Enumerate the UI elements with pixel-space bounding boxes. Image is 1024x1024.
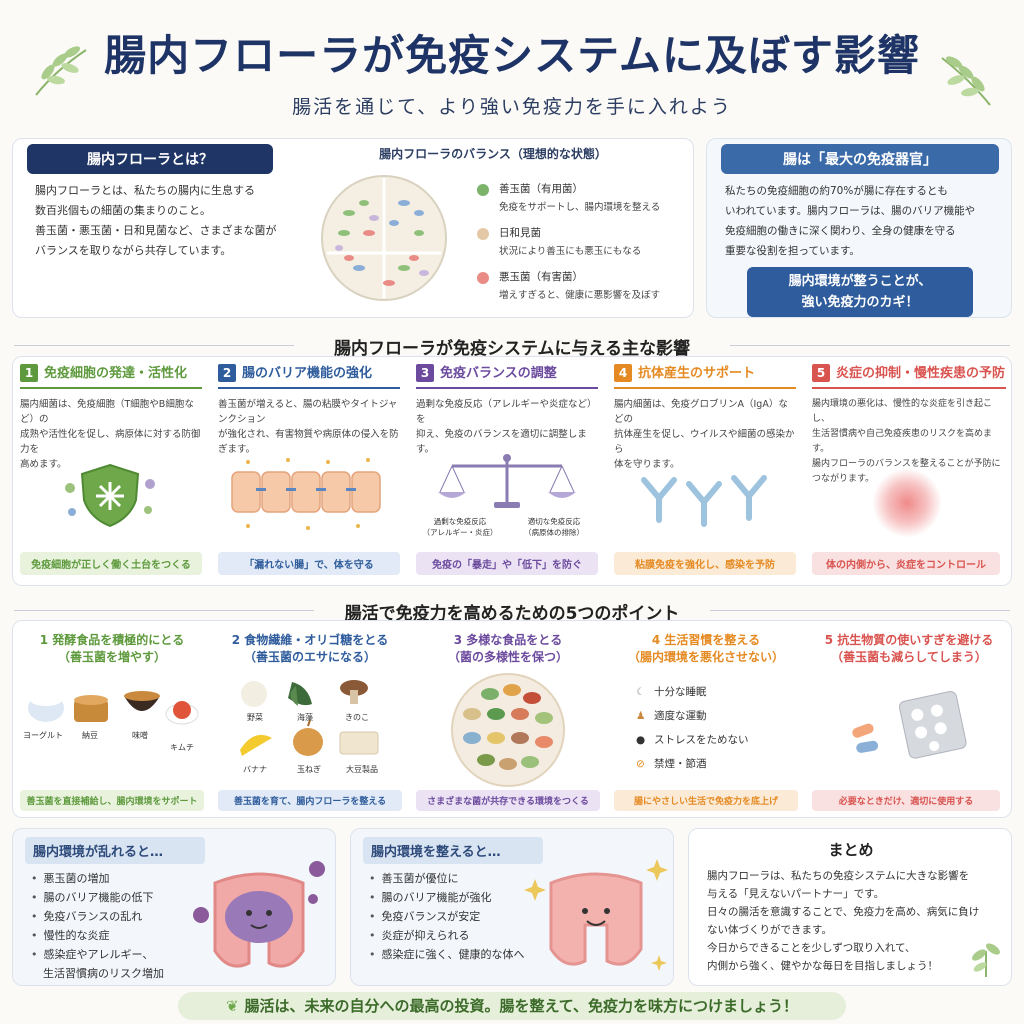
page-title: 腸内フローラが免疫システムに及ぼす影響	[104, 31, 920, 80]
medicine-pills-icon	[852, 691, 967, 759]
leaf-icon: ❦	[225, 997, 239, 1015]
sad-intestine-icon	[193, 861, 325, 968]
effect-3-badge: 免疫の「暴走」や「低下」を防ぐ	[416, 552, 598, 575]
point-3: 3 多様な食品をとる（菌の多様性を保つ） さまざまな菌が共存できる環境をつくる	[416, 632, 600, 812]
antibody-icon	[641, 475, 767, 527]
balance-legend: 善玉菌（有用菌） 免疫をサポートし、腸内環境を整える 日和見菌 状況により善玉に…	[475, 181, 695, 313]
footer-banner: ❦腸活は、未来の自分への最高の投資。腸を整えて、免疫力を味方につけましょう！	[178, 992, 846, 1020]
balance-title: 腸内フローラのバランス（理想的な状態）	[379, 147, 607, 161]
effect-2-badge: 「漏れない腸」で、体を守る	[218, 552, 400, 575]
effects-section-title: 腸内フローラが免疫システムに与える主な影響	[334, 339, 690, 359]
effect-4-badge: 粘膜免疫を強化し、感染を予防	[614, 552, 796, 575]
habits-list: ☾十分な睡眠 ♟適度な運動 ●ストレスをためない ⊘禁煙・節酒	[636, 680, 796, 776]
good-bacteria-dot-icon	[477, 184, 489, 196]
legend-bad: 悪玉菌（有害菌） 増えすぎると、健康に悪影響を及ぼす	[475, 269, 695, 313]
leaf-left-icon	[35, 46, 87, 96]
disturbed-list: 悪玉菌の増加 腸のバリア機能の低下 免疫バランスの乱れ 慢性的な炎症 感染症やア…	[31, 869, 201, 983]
summary-title: まとめ	[828, 841, 874, 859]
effects-card	[12, 356, 1012, 586]
fermented-foods-icon	[28, 691, 199, 725]
stress-icon: ●	[636, 734, 646, 746]
inflammation-glow-icon	[872, 468, 942, 538]
balanced-label: 腸内環境を整えると…	[363, 837, 543, 864]
what-is-text: 腸内フローラとは、私たちの腸内に生息する 数百兆個もの細菌の集まりのこと。 善玉…	[35, 184, 277, 257]
fiber-foods-icon	[240, 680, 379, 756]
happy-intestine-icon	[524, 859, 668, 971]
shield-icon	[65, 463, 155, 528]
sprout-icon	[972, 943, 1000, 977]
summary-text: 腸内フローラは、私たちの免疫システムに大きな影響を 与える「見えないパートナー」…	[707, 870, 980, 972]
organ-text: 私たちの免疫細胞の約70%が腸に存在するとも いわれています。腸内フローラは、腸…	[725, 185, 976, 257]
summary-card: まとめ 腸内フローラは、私たちの免疫システムに大きな影響を 与える「見えないパー…	[688, 828, 1012, 986]
divider	[14, 345, 294, 346]
immune-organ-card: 腸は「最大の免疫器官」 私たちの免疫細胞の約70%が腸に存在するとも いわれてい…	[706, 138, 1012, 318]
point-4: 4 生活習慣を整える（腸内環境を悪化させない） ☾十分な睡眠 ♟適度な運動 ●ス…	[614, 632, 798, 812]
intestinal-barrier-icon	[231, 458, 381, 530]
point-5: 5 抗生物質の使いすぎを避ける（善玉菌も減らしてしまう） 必要なときだけ、適切に…	[812, 632, 1006, 812]
balance-scale-icon	[438, 454, 576, 508]
no-smoking-icon: ⊘	[636, 758, 645, 770]
balanced-card: 腸内環境を整えると… 善玉菌が優位に 腸のバリア機能が強化 免疫バランスが安定 …	[350, 828, 674, 986]
organ-label: 腸は「最大の免疫器官」	[721, 144, 999, 174]
point-2: 2 食物繊維・オリゴ糖をとる（善玉菌のエサになる） 野菜 海藻 きのこ バナナ …	[218, 632, 402, 812]
legend-neutral: 日和見菌 状況により善玉にも悪玉にもなる	[475, 225, 695, 269]
balanced-list: 善玉菌が優位に 腸のバリア機能が強化 免疫バランスが安定 炎症が抑えられる 感染…	[369, 869, 559, 964]
exercise-icon: ♟	[636, 710, 646, 722]
disturbed-label: 腸内環境が乱れると…	[25, 837, 205, 864]
point-1: 1 発酵食品を積極的にとる（善玉菌を増やす） ヨーグルト 納豆 味噌 キムチ 善…	[20, 632, 204, 812]
diverse-foods-plate-icon	[451, 673, 565, 787]
flora-intro-card: 腸内フローラとは？ 腸内フローラとは、私たちの腸内に生息する 数百兆個もの細菌の…	[12, 138, 694, 318]
flora-petri-dish-icon	[321, 175, 447, 301]
page-subtitle: 腸活を通じて、より強い免疫力を手に入れよう	[292, 96, 732, 118]
effect-1-badge: 免疫細胞が正しく働く土台をつくる	[20, 552, 202, 575]
disturbed-card: 腸内環境が乱れると… 悪玉菌の増加 腸のバリア機能の低下 免疫バランスの乱れ 慢…	[12, 828, 336, 986]
what-is-label: 腸内フローラとは？	[27, 144, 273, 174]
key-message-box: 腸内環境が整うことが、 強い免疫力のカギ！	[747, 267, 973, 317]
sleep-icon: ☾	[636, 686, 646, 698]
neutral-bacteria-dot-icon	[477, 228, 489, 240]
legend-good: 善玉菌（有用菌） 免疫をサポートし、腸内環境を整える	[475, 181, 695, 225]
leaf-right-icon	[941, 56, 991, 106]
effect-5-badge: 体の内側から、炎症をコントロール	[812, 552, 1000, 575]
divider	[730, 345, 1010, 346]
points-section-title: 腸活で免疫力を高めるための5つのポイント	[344, 604, 680, 624]
bad-bacteria-dot-icon	[477, 272, 489, 284]
